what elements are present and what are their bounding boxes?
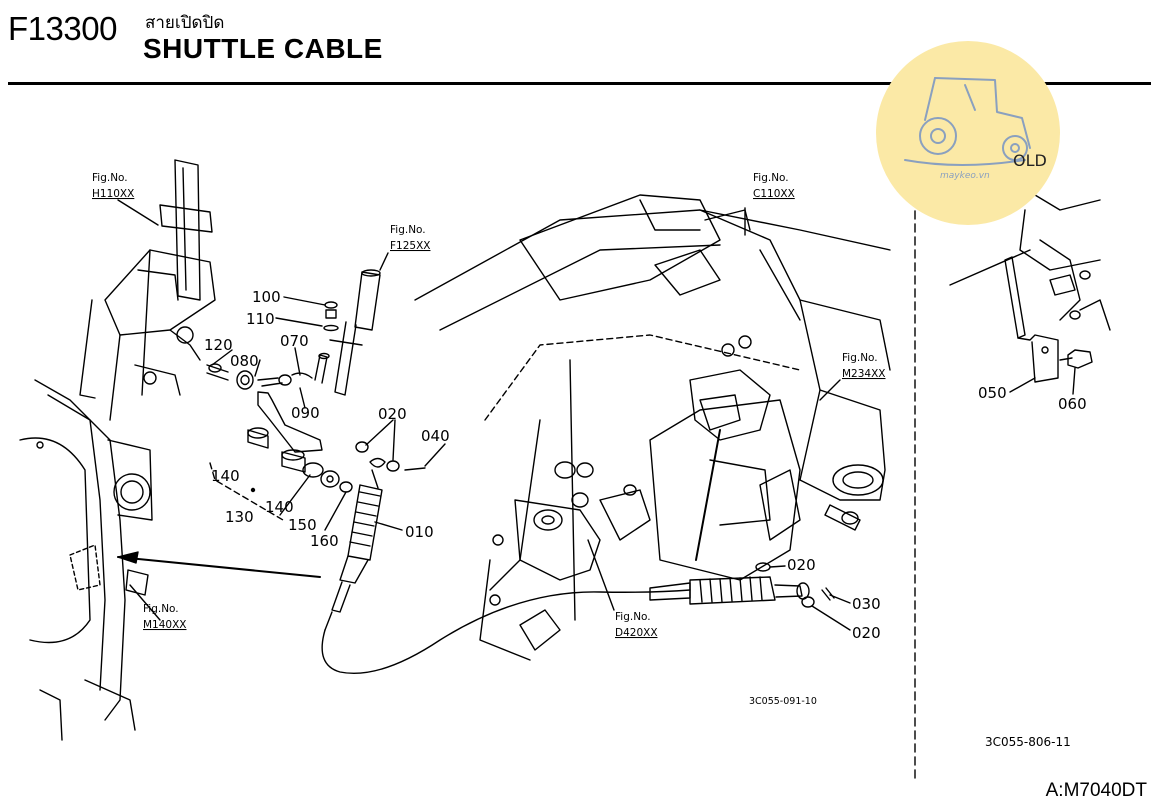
shuttle-cable-lower [649, 429, 835, 608]
shuttle-cable-upper [321, 469, 691, 675]
steering-column-drawing [79, 159, 216, 421]
title-english: SHUTTLE CABLE [143, 33, 383, 64]
watermark-site: maykeo.vn [940, 171, 990, 181]
part-number-020: 020 [787, 556, 816, 574]
shift-arm-linkage [206, 301, 339, 453]
part-number-150: 150 [288, 516, 317, 534]
fig-ref-label: Fig.No. [390, 224, 426, 236]
model-code: A:M7040DT [1045, 780, 1147, 801]
drawing-code-main: 3C055-091-10 [749, 696, 817, 707]
part-number-050: 050 [978, 384, 1007, 402]
fig-ref-label: Fig.No. [143, 603, 179, 615]
old-design-label: OLD [1013, 151, 1047, 170]
fig-ref-d420: D420XX [615, 627, 658, 639]
drawing-code-inset: 3C055-806-11 [985, 735, 1071, 749]
fig-ref-m234: M234XX [842, 368, 886, 380]
part-number-130: 130 [225, 508, 254, 526]
part-number-020: 020 [378, 405, 407, 423]
title-thai: สายเปิดปิด [145, 13, 225, 33]
part-number-030: 030 [852, 595, 881, 613]
part-number-090: 090 [291, 404, 320, 422]
part-number-160: 160 [310, 532, 339, 550]
part-number-110: 110 [246, 310, 275, 328]
part-number-010: 010 [405, 523, 434, 541]
part-number-100: 100 [252, 288, 281, 306]
inset-old-lever-drawing [949, 194, 1111, 383]
fig-ref-c110: C110XX [753, 188, 795, 200]
part-group-code: F13300 [8, 10, 117, 47]
fig-ref-f125: F125XX [390, 240, 430, 252]
part-number-080: 080 [230, 352, 259, 370]
part-number-140: 140 [265, 498, 294, 516]
part-number-020: 020 [852, 624, 881, 642]
fig-ref-m140: M140XX [143, 619, 187, 631]
fig-ref-label: Fig.No. [753, 172, 789, 184]
part-number-040: 040 [421, 427, 450, 445]
transmission-frame-drawing [414, 194, 891, 661]
header-divider [8, 82, 1151, 85]
part-number-070: 070 [280, 332, 309, 350]
bushings-and-washers [247, 427, 426, 493]
fig-ref-label: Fig.No. [842, 352, 878, 364]
fig-ref-label: Fig.No. [615, 611, 651, 623]
fig-ref-h110: H110XX [92, 188, 134, 200]
part-number-140: 140 [211, 467, 240, 485]
part-number-120: 120 [204, 336, 233, 354]
tractor-icon [904, 77, 1031, 166]
part-number-060: 060 [1058, 395, 1087, 413]
fig-ref-label: Fig.No. [92, 172, 128, 184]
watermark-badge [876, 41, 1060, 225]
shuttle-rod-f125 [329, 269, 381, 396]
dash-panel-drawing [19, 379, 153, 741]
